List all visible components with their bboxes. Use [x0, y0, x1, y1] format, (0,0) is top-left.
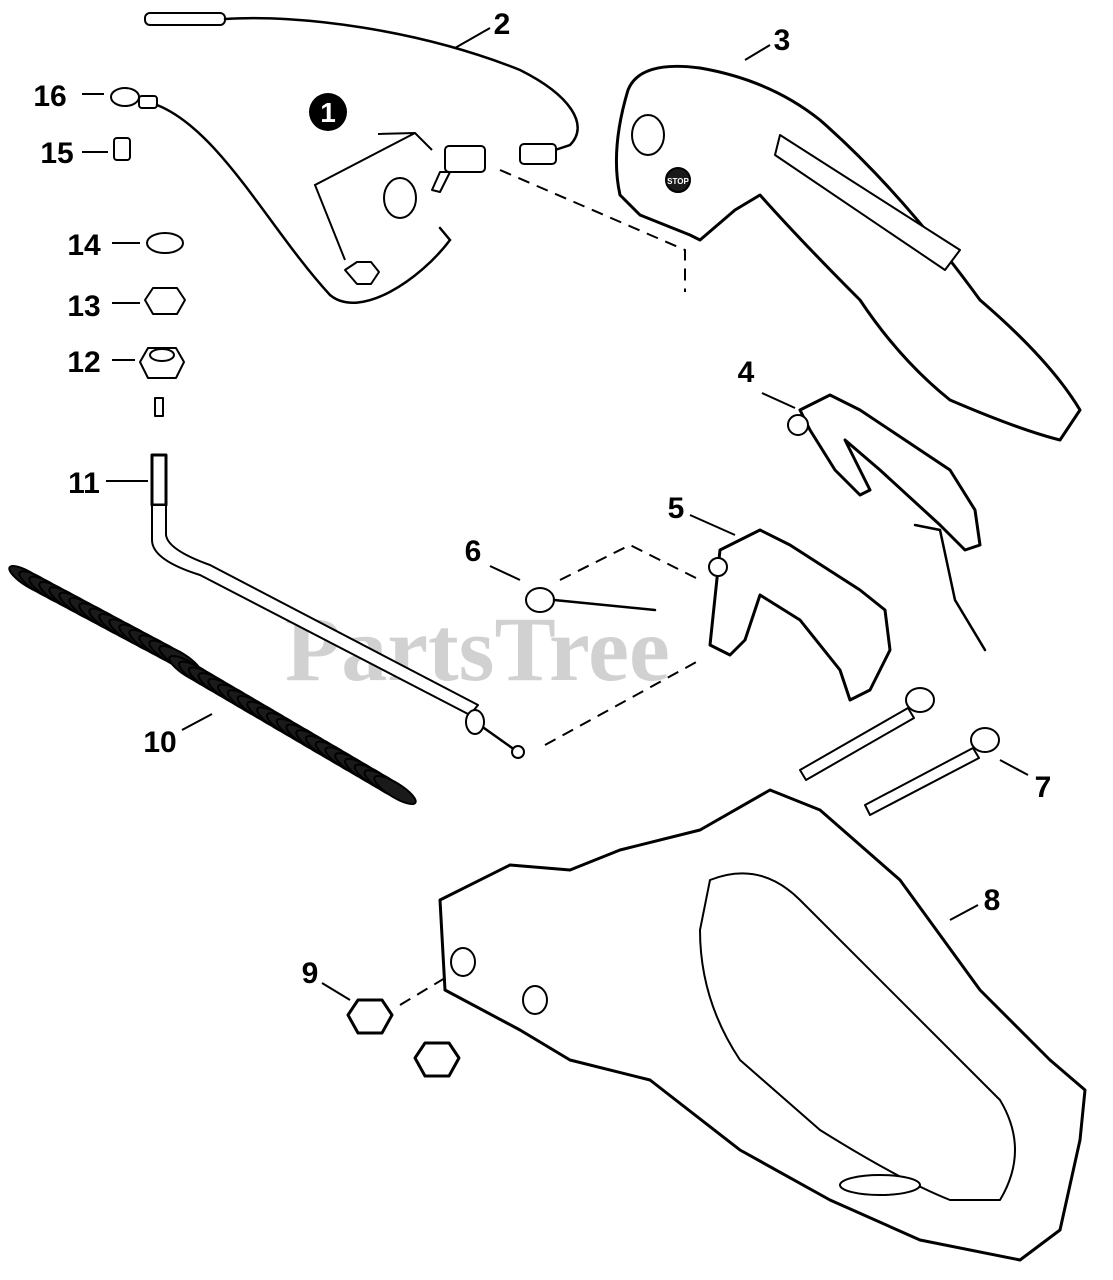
ring-terminal: [110, 87, 140, 107]
rear-handle-hole-upper: [450, 947, 476, 977]
callout-13: 13: [67, 290, 100, 323]
callout-12: 12: [67, 346, 100, 379]
screw-lower-head: [970, 727, 1000, 753]
terminal-crimp: [138, 95, 158, 109]
trigger-body: [708, 528, 892, 702]
part-14-clip: [112, 232, 184, 254]
screw-lower-shank: [864, 747, 980, 816]
flange-nut-a: [346, 998, 394, 1035]
screw-body: [113, 137, 131, 161]
flange-nut-b: [413, 1041, 461, 1078]
dash-rod-to-trigger: [544, 659, 701, 746]
callout-8: 8: [984, 884, 1001, 917]
part-8-rear-handle: [399, 788, 1087, 1262]
part-9-flange-nuts: [321, 982, 461, 1078]
handle-cover-hole: [631, 114, 665, 156]
screw-upper-shank: [799, 707, 915, 781]
lockout-spring-wire: [913, 523, 987, 652]
rod-tip: [154, 397, 164, 417]
part-6-spring: [489, 565, 657, 613]
part-12-flange-nut: [112, 347, 185, 379]
hose-segment-lower: [168, 654, 417, 806]
switch-nut: [344, 261, 380, 285]
part-16-ground-wire: [82, 87, 452, 304]
handle-cover-slot: [774, 134, 961, 271]
leader-1: [313, 131, 433, 261]
lockout-pivot: [787, 414, 809, 436]
kit-1-badge: [309, 93, 347, 131]
rear-handle-hole-lower: [522, 985, 548, 1015]
part-11-throttle-rod: [106, 397, 525, 759]
callout-11: 11: [68, 467, 100, 500]
callout-15: 15: [40, 137, 73, 170]
rod-threaded-end: [150, 453, 168, 507]
leader-3: [744, 44, 771, 61]
spring-coil: [525, 587, 555, 613]
lockout-lever: [798, 393, 982, 552]
callout-1: 1: [320, 97, 336, 128]
leader-6: [489, 565, 521, 581]
rod-ball: [511, 745, 525, 759]
switch-body: [444, 145, 486, 173]
part-10-hose: [8, 564, 417, 806]
leader-2: [454, 27, 491, 49]
callout-14: 14: [67, 229, 101, 262]
callout-10: 10: [143, 726, 176, 759]
callout-3: 3: [774, 24, 791, 57]
callout-7: 7: [1035, 771, 1052, 804]
leader-8: [949, 904, 979, 921]
screw-lower: [864, 727, 1000, 816]
leader-7: [999, 759, 1029, 776]
clip-ring: [146, 232, 184, 254]
rear-handle-grip-opening: [699, 872, 1016, 1201]
nut-hex: [144, 287, 186, 315]
rod-end: [482, 726, 517, 752]
hose-ring: [373, 774, 417, 806]
part-7-screws: [799, 687, 1029, 816]
trigger-pivot: [708, 557, 728, 577]
harness-connector: [519, 143, 557, 165]
part-4-lockout: [761, 392, 987, 652]
part-3-handle-cover: STOP: [614, 44, 1082, 442]
rod-washer: [465, 709, 485, 735]
ground-wire: [155, 103, 452, 304]
callout-16: 16: [33, 80, 66, 113]
screw-upper: [799, 687, 935, 781]
stop-badge: [665, 167, 691, 193]
rear-handle-slot: [839, 1174, 921, 1196]
flange-nut-hole: [149, 348, 175, 362]
part-2-wire-harness: [144, 12, 579, 165]
callout-9: 9: [302, 957, 319, 990]
harness-plug-end: [144, 12, 226, 26]
handle-cover-body: [614, 64, 1082, 442]
harness-wire: [223, 16, 579, 152]
part-5-trigger: [544, 514, 892, 746]
part-15-screw: [82, 137, 131, 161]
callout-4: 4: [738, 356, 755, 389]
stop-badge-label: STOP: [667, 177, 689, 186]
dash-to-handle: [499, 169, 686, 292]
leader-5: [689, 514, 736, 536]
dash-nut-to-handle: [399, 977, 446, 1006]
callout-2: 2: [494, 8, 511, 41]
switch-washer: [383, 177, 417, 219]
screw-upper-head: [905, 687, 935, 713]
dash-spring-to-trigger: [559, 543, 701, 581]
switch-toggle: [431, 171, 451, 193]
callout-6: 6: [465, 535, 482, 568]
part-13-nut: [112, 287, 186, 315]
spring-arm: [552, 598, 657, 612]
callouts: 1 2 3 4 5 6 7 8 9 10 11 12 13 14 15 16: [33, 8, 1051, 990]
leader-10: [181, 713, 213, 731]
kit-1-stop-switch: [313, 131, 686, 292]
leader-4: [761, 392, 796, 409]
hose-segment-upper: [8, 564, 202, 676]
callout-5: 5: [668, 492, 685, 525]
leader-9: [321, 982, 351, 1001]
